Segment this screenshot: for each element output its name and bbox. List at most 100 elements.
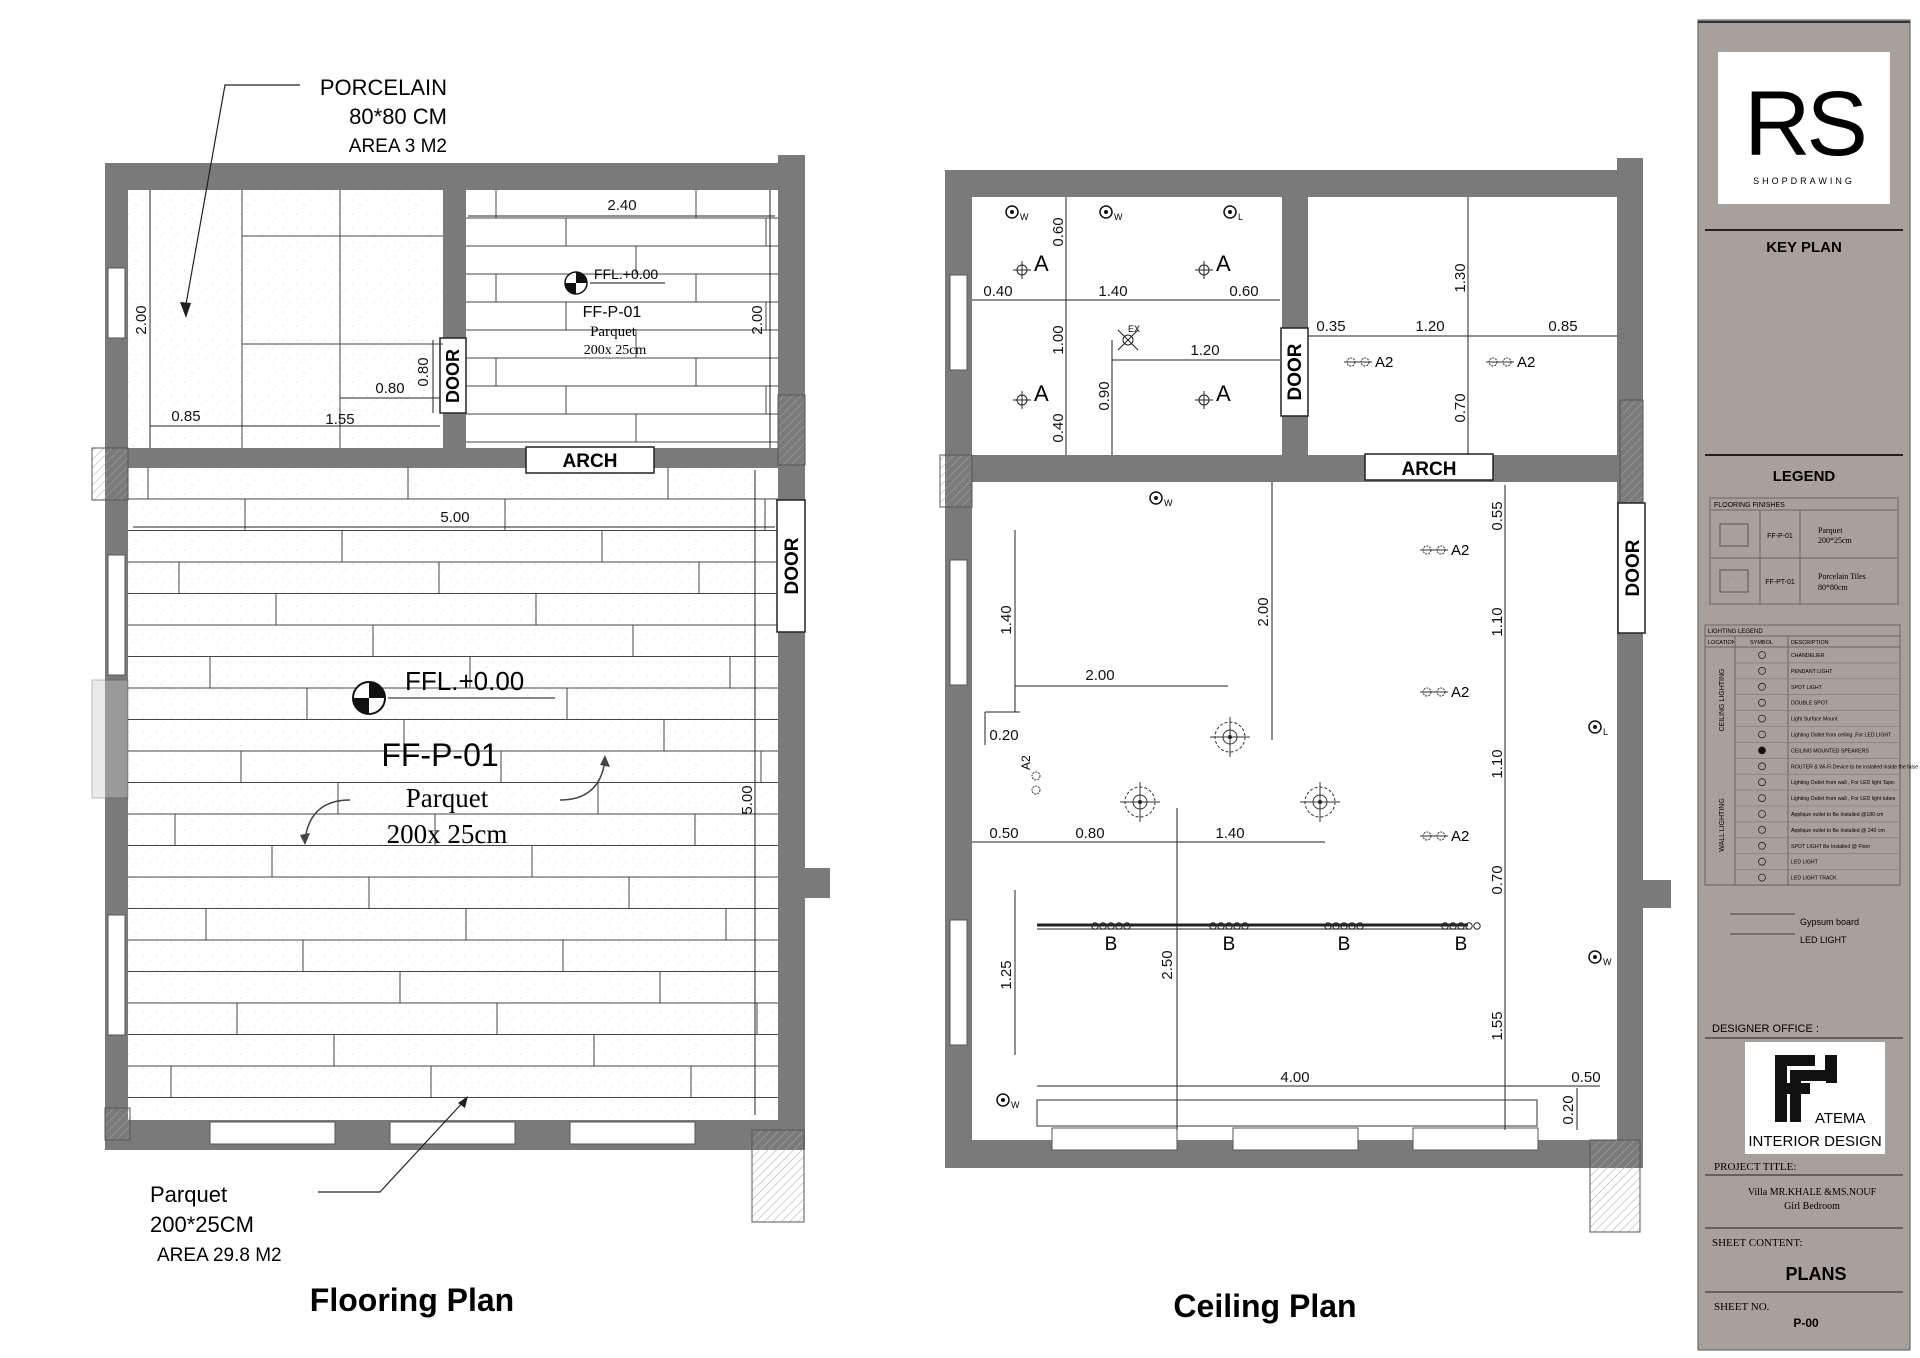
spot-light-icon xyxy=(1013,391,1031,409)
finish-code: FF-P-01 xyxy=(381,737,498,773)
rs-logo: RS xyxy=(1744,73,1864,175)
outlet-label: W xyxy=(1114,212,1123,222)
sheet-no: P-00 xyxy=(1793,1316,1819,1330)
chandelier-icon xyxy=(1120,782,1160,822)
parquet-note: Parquet 200*25CM AREA 29.8 M2 xyxy=(150,1096,468,1266)
dim-text: 2.40 xyxy=(607,197,636,214)
legend-row-desc: LED LIGHT TRACK xyxy=(1791,876,1837,882)
dim-text: 1.10 xyxy=(1489,749,1506,778)
legend-symbol-icon xyxy=(1758,714,1766,723)
double-spot-label: A2 xyxy=(1451,828,1469,845)
legend-col: DESCRIPTION xyxy=(1791,640,1829,646)
legend-symbol-icon xyxy=(1758,778,1766,787)
arch-label: ARCH xyxy=(563,451,618,472)
legend-symbol-icon xyxy=(1758,810,1766,818)
legend-row-desc: Applique outlet to Be Installed @ 240 cm xyxy=(1791,828,1885,834)
outlet-label: W xyxy=(1164,498,1173,508)
dim-text: 0.20 xyxy=(989,727,1018,744)
flooring-dimensions: 2.40 2.00 0.85 1.55 0.80 0.80 2.00 5.00 … xyxy=(133,190,775,1115)
legend-row-desc: LED LIGHT xyxy=(1791,860,1819,866)
flooring-plan: DOOR ARCH DOOR 2.40 2.00 0.85 1.55 xyxy=(91,75,830,1318)
designer-logo-line2: INTERIOR DESIGN xyxy=(1748,1133,1881,1150)
flooring-plan-title: Flooring Plan xyxy=(310,1282,514,1318)
dim-text: 0.40 xyxy=(983,283,1012,300)
legend-header: FLOORING FINISHES xyxy=(1714,502,1785,509)
dim-text: 1.40 xyxy=(998,605,1015,634)
legend-extra: LED LIGHT xyxy=(1800,935,1847,945)
dim-text: 0.80 xyxy=(375,380,404,397)
double-spot-label: A2 xyxy=(1517,354,1535,371)
dim-text: 1.30 xyxy=(1452,263,1469,292)
light-outlet-icon xyxy=(1223,205,1237,219)
double-spot-label: A2 xyxy=(1375,354,1393,371)
legend-row-desc: Lighting Outlet from wall , For LED ligh… xyxy=(1791,780,1895,786)
dim-text: 5.00 xyxy=(440,509,469,526)
track-light-label: B xyxy=(1338,934,1351,955)
double-spot-label: A2 xyxy=(1451,542,1469,559)
double-spot-icon xyxy=(1031,771,1041,795)
dim-text: 2.00 xyxy=(749,305,766,334)
finish-desc: 80*80cm xyxy=(1818,583,1849,592)
spot-light-icon xyxy=(1013,261,1031,279)
track-light-label: B xyxy=(1223,934,1236,955)
dim-text: 0.40 xyxy=(1050,413,1067,442)
legend-symbol-icon xyxy=(1758,794,1766,802)
door-label: DOOR xyxy=(782,537,803,594)
legend-symbol-icon xyxy=(1758,667,1766,675)
finish-material: Parquet xyxy=(406,783,489,813)
small-room-tag: FFL.+0.00 FF-P-01 Parquet 200x 25cm xyxy=(564,266,665,358)
legend-row-desc: Applique outlet to Be Installed @180 cm xyxy=(1791,812,1883,818)
finish-code: FF-P-01 xyxy=(583,304,642,321)
ffl-text: FFL.+0.00 xyxy=(594,266,658,282)
double-spot-icon xyxy=(1486,357,1514,367)
ceiling-openings xyxy=(939,274,1644,1233)
sheet-content: PLANS xyxy=(1785,1264,1846,1284)
level-marker-icon xyxy=(352,681,386,715)
ceiling-plan-title: Ceiling Plan xyxy=(1173,1288,1356,1324)
dim-text: 0.55 xyxy=(1489,501,1506,530)
door-label: DOOR xyxy=(1285,343,1306,400)
dim-text: 4.00 xyxy=(1280,1069,1309,1086)
outlet-label: W xyxy=(1011,1100,1020,1110)
light-outlet-icon xyxy=(1099,205,1113,219)
spot-light-label: A xyxy=(1034,251,1049,276)
double-spot-icon xyxy=(1420,545,1448,555)
legend-symbol-icon xyxy=(1758,841,1766,850)
double-spot-icon xyxy=(1420,831,1448,841)
legend-row-desc: ROUTER & Wi-Fi Device to be installed in… xyxy=(1791,764,1920,770)
legend-row-desc: Lighting Outlet from ceiling ,For LED LI… xyxy=(1791,733,1892,739)
legend-symbol-icon xyxy=(1758,873,1766,882)
spot-light-label: A xyxy=(1216,381,1231,406)
legend-row-desc: CHANDELIER xyxy=(1791,653,1825,659)
finish-desc: Porcelain Tiles xyxy=(1818,572,1866,581)
legend-symbol-icon xyxy=(1758,857,1766,866)
legend-symbol-icon xyxy=(1758,826,1766,834)
double-spot-label: A2 xyxy=(1451,684,1469,701)
dim-text: 1.40 xyxy=(1098,283,1127,300)
dim-text: 1.55 xyxy=(325,411,354,428)
double-spot-icon xyxy=(1344,357,1372,367)
finish-desc: 200*25cm xyxy=(1818,536,1853,545)
chandelier-icon xyxy=(1300,782,1340,822)
legend-group: WALL LIGHTING xyxy=(1719,798,1726,852)
legend-symbol-icon xyxy=(1758,730,1766,739)
dim-text: 1.40 xyxy=(1215,825,1244,842)
dim-text: 1.10 xyxy=(1489,607,1506,636)
project-title: Villa MR.KHALE &MS.NOUF xyxy=(1748,1187,1877,1198)
ceiling-door-labels: DOOR ARCH DOOR xyxy=(1280,327,1646,634)
project-subtitle: Girl Bedroom xyxy=(1784,1201,1840,1212)
legend-symbol-icon xyxy=(1758,682,1766,691)
main-room-tag: FFL.+0.00 FF-P-01 Parquet 200x 25cm xyxy=(300,666,610,849)
note-line: PORCELAIN xyxy=(320,75,447,100)
legend-group: CEILING LIGHTING xyxy=(1719,668,1726,731)
legend-extra: Gypsum board xyxy=(1800,917,1859,927)
dim-text: 0.35 xyxy=(1316,318,1345,335)
porcelain-tiles xyxy=(149,190,443,448)
lighting-legend: LIGHTING LEGEND LOCATION SYMBOL DESCRIPT… xyxy=(1704,624,1920,945)
double-spot-icon xyxy=(1420,687,1448,697)
finish-size: 200x 25cm xyxy=(584,343,647,358)
sheet-content-label: SHEET CONTENT: xyxy=(1712,1237,1803,1249)
dim-text: 1.25 xyxy=(998,960,1015,989)
legend-col: SYMBOL xyxy=(1750,640,1773,646)
